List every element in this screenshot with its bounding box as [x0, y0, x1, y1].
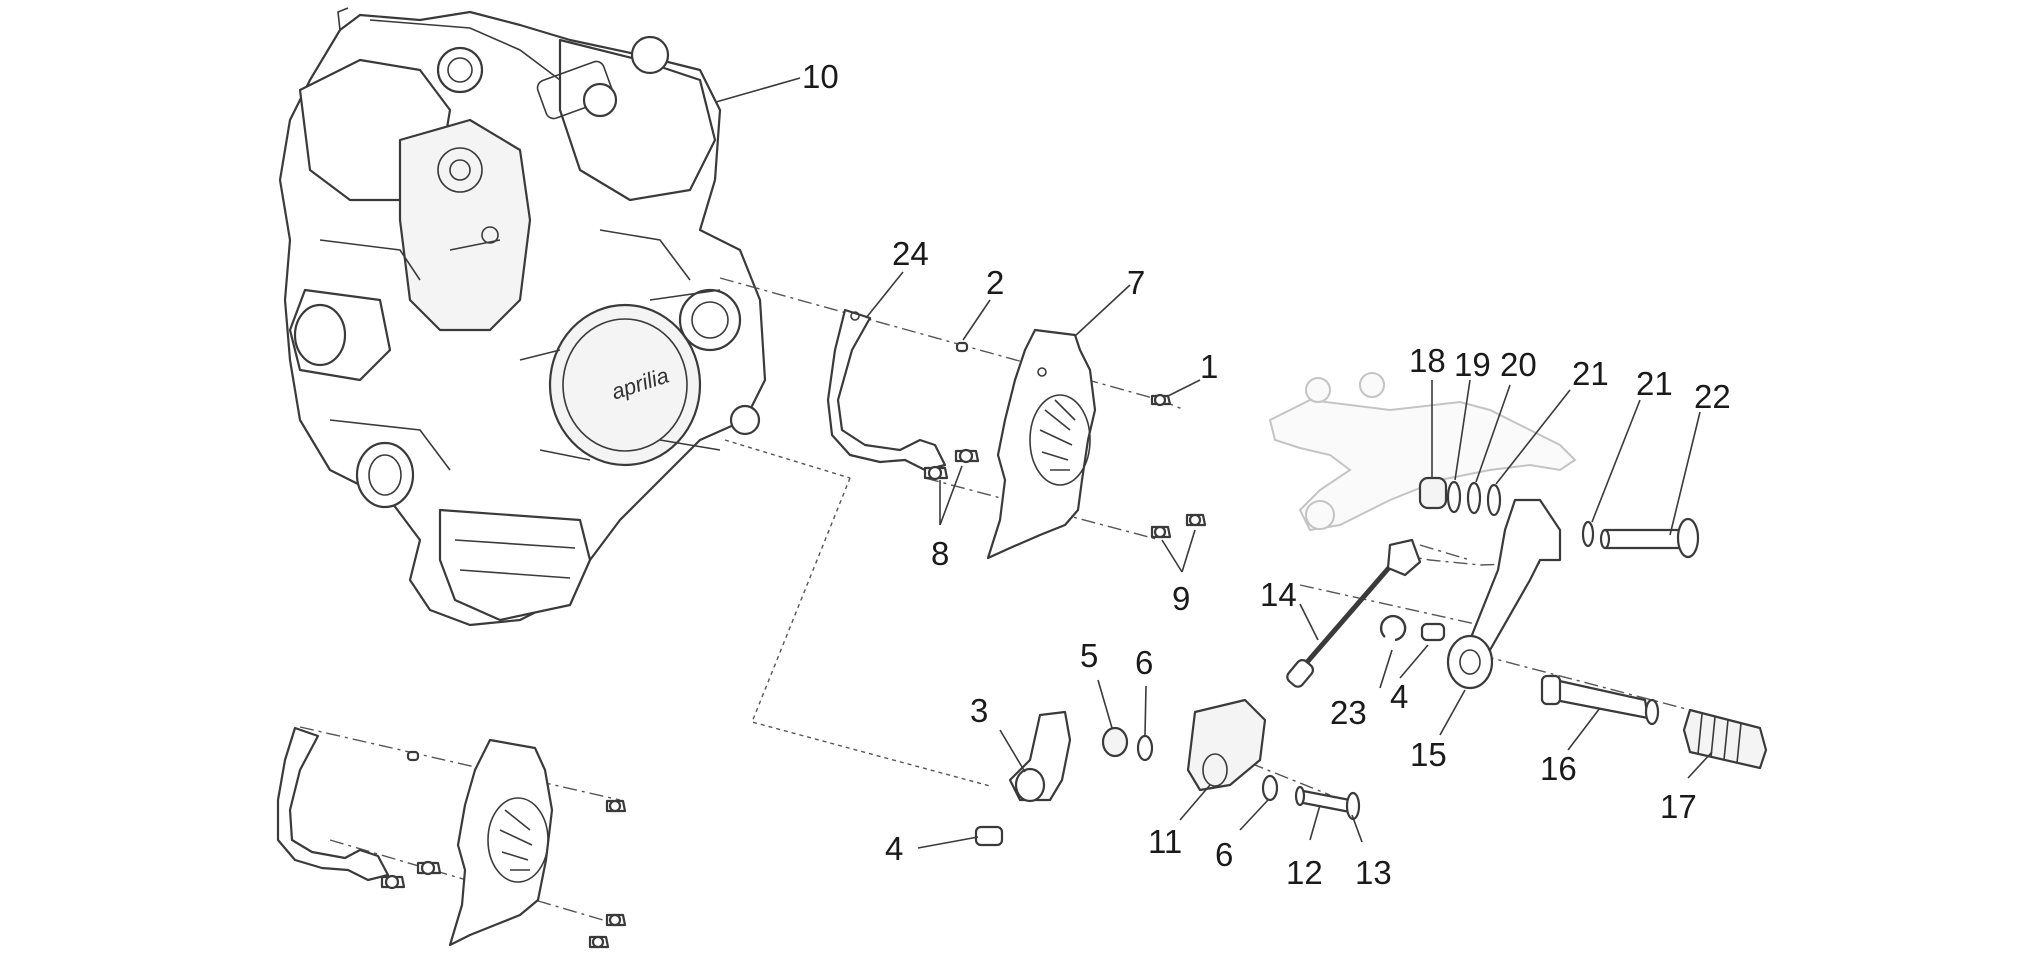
callout-17: 17 — [1660, 788, 1697, 825]
bushing — [1101, 726, 1129, 758]
callout-24: 24 — [892, 235, 929, 272]
callout-21-right: 21 — [1636, 365, 1673, 402]
callout-13: 13 — [1355, 854, 1392, 891]
callout-2: 2 — [986, 264, 1004, 301]
callout-6-upper: 6 — [1135, 644, 1153, 681]
shift-arm — [1008, 710, 1072, 803]
bracket-boss — [1305, 500, 1335, 530]
cover-screws — [923, 393, 1207, 539]
bracket-boss — [1305, 377, 1331, 403]
linkage-rod — [1286, 538, 1422, 688]
bolt — [1420, 622, 1446, 642]
callout-19: 19 — [1454, 346, 1491, 383]
callout-3: 3 — [970, 692, 988, 729]
shift-peg — [1540, 674, 1660, 726]
gear-lever — [1446, 498, 1562, 690]
callout-9: 9 — [1172, 580, 1190, 617]
callout-11: 11 — [1148, 823, 1182, 860]
washer — [1261, 774, 1279, 802]
callout-18: 18 — [1409, 342, 1446, 379]
selector-housing — [1186, 698, 1267, 792]
sprocket-cover — [986, 328, 1097, 560]
callout-labels: 10 24 2 7 1 8 9 18 19 20 21 21 22 14 23 … — [802, 58, 1731, 891]
bracket-boss — [1359, 372, 1385, 398]
leader-lines — [715, 77, 1713, 849]
callout-5: 5 — [1080, 637, 1098, 674]
callout-15: 15 — [1410, 736, 1447, 773]
callout-4-lower: 4 — [885, 830, 903, 867]
callout-1: 1 — [1200, 348, 1218, 385]
footpeg-bracket-ghost — [1268, 398, 1577, 532]
pivot-pin — [1599, 517, 1700, 559]
callout-23: 23 — [1330, 694, 1367, 731]
callout-20: 20 — [1500, 346, 1537, 383]
callout-10: 10 — [802, 58, 839, 95]
washer-stack — [1418, 476, 1595, 548]
callout-7: 7 — [1127, 264, 1145, 301]
callout-6-lower: 6 — [1215, 836, 1233, 873]
callout-4-upper: 4 — [1390, 678, 1408, 715]
engine-assembly: aprilia — [278, 7, 767, 627]
callout-22: 22 — [1694, 378, 1731, 415]
dowel-pin — [955, 341, 969, 353]
callout-14: 14 — [1260, 576, 1297, 613]
bolt — [974, 825, 1004, 847]
callout-8: 8 — [931, 535, 949, 572]
callout-21-upper: 21 — [1572, 355, 1609, 392]
callout-12: 12 — [1286, 854, 1323, 891]
pivot-bolt — [1294, 785, 1361, 821]
peg-rubber — [1682, 708, 1768, 770]
washer — [1136, 734, 1154, 762]
inset-cover-assembly — [276, 726, 627, 949]
callout-16: 16 — [1540, 750, 1577, 787]
circlip — [1379, 614, 1407, 642]
gasket — [826, 308, 947, 472]
